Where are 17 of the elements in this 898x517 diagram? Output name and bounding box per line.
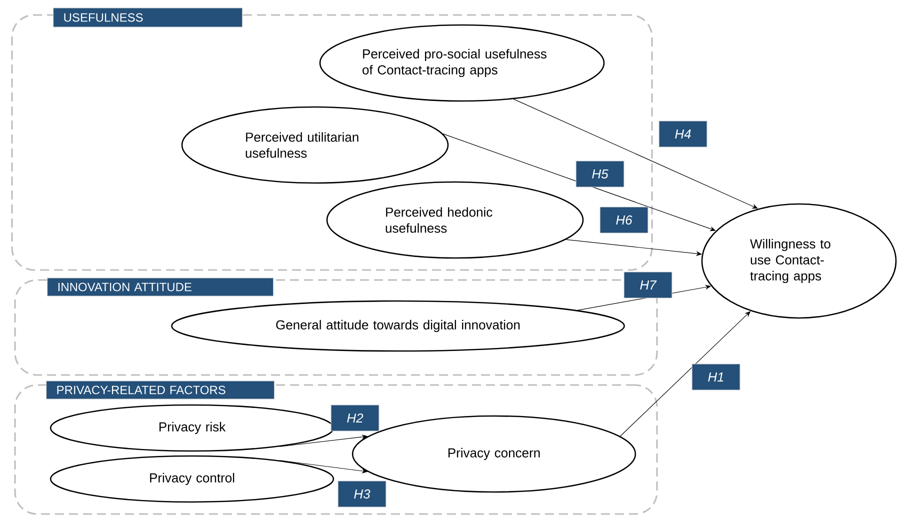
ellipse-node: Privacy control bbox=[50, 455, 334, 503]
edge-label: H2 bbox=[330, 404, 380, 432]
ellipse-node: Perceived hedonic usefulness bbox=[326, 181, 584, 259]
edge-label: H4 bbox=[658, 120, 708, 148]
edge-label: H7 bbox=[624, 272, 672, 298]
edge-label: H6 bbox=[600, 206, 648, 234]
edge-label: H1 bbox=[692, 364, 740, 390]
ellipse-node: Willingness to use Contact-tracing apps bbox=[701, 203, 897, 319]
heading-tab: INNOVATION ATTITUDE bbox=[47, 278, 274, 296]
heading-tab: USEFULNESS bbox=[53, 8, 243, 28]
ellipse-node: Privacy risk bbox=[50, 404, 334, 452]
ellipse-node: Perceived pro-social usefulness of Contact-tracing apps bbox=[319, 24, 605, 102]
edge-label: H3 bbox=[338, 480, 386, 508]
edge-label: H5 bbox=[576, 160, 624, 188]
ellipse-node: Perceived utilitarian usefulness bbox=[181, 106, 449, 184]
ellipse-node: General attitude towards digital innovation bbox=[171, 300, 625, 352]
heading-tab: PRIVACY-RELATED FACTORS bbox=[46, 380, 275, 400]
